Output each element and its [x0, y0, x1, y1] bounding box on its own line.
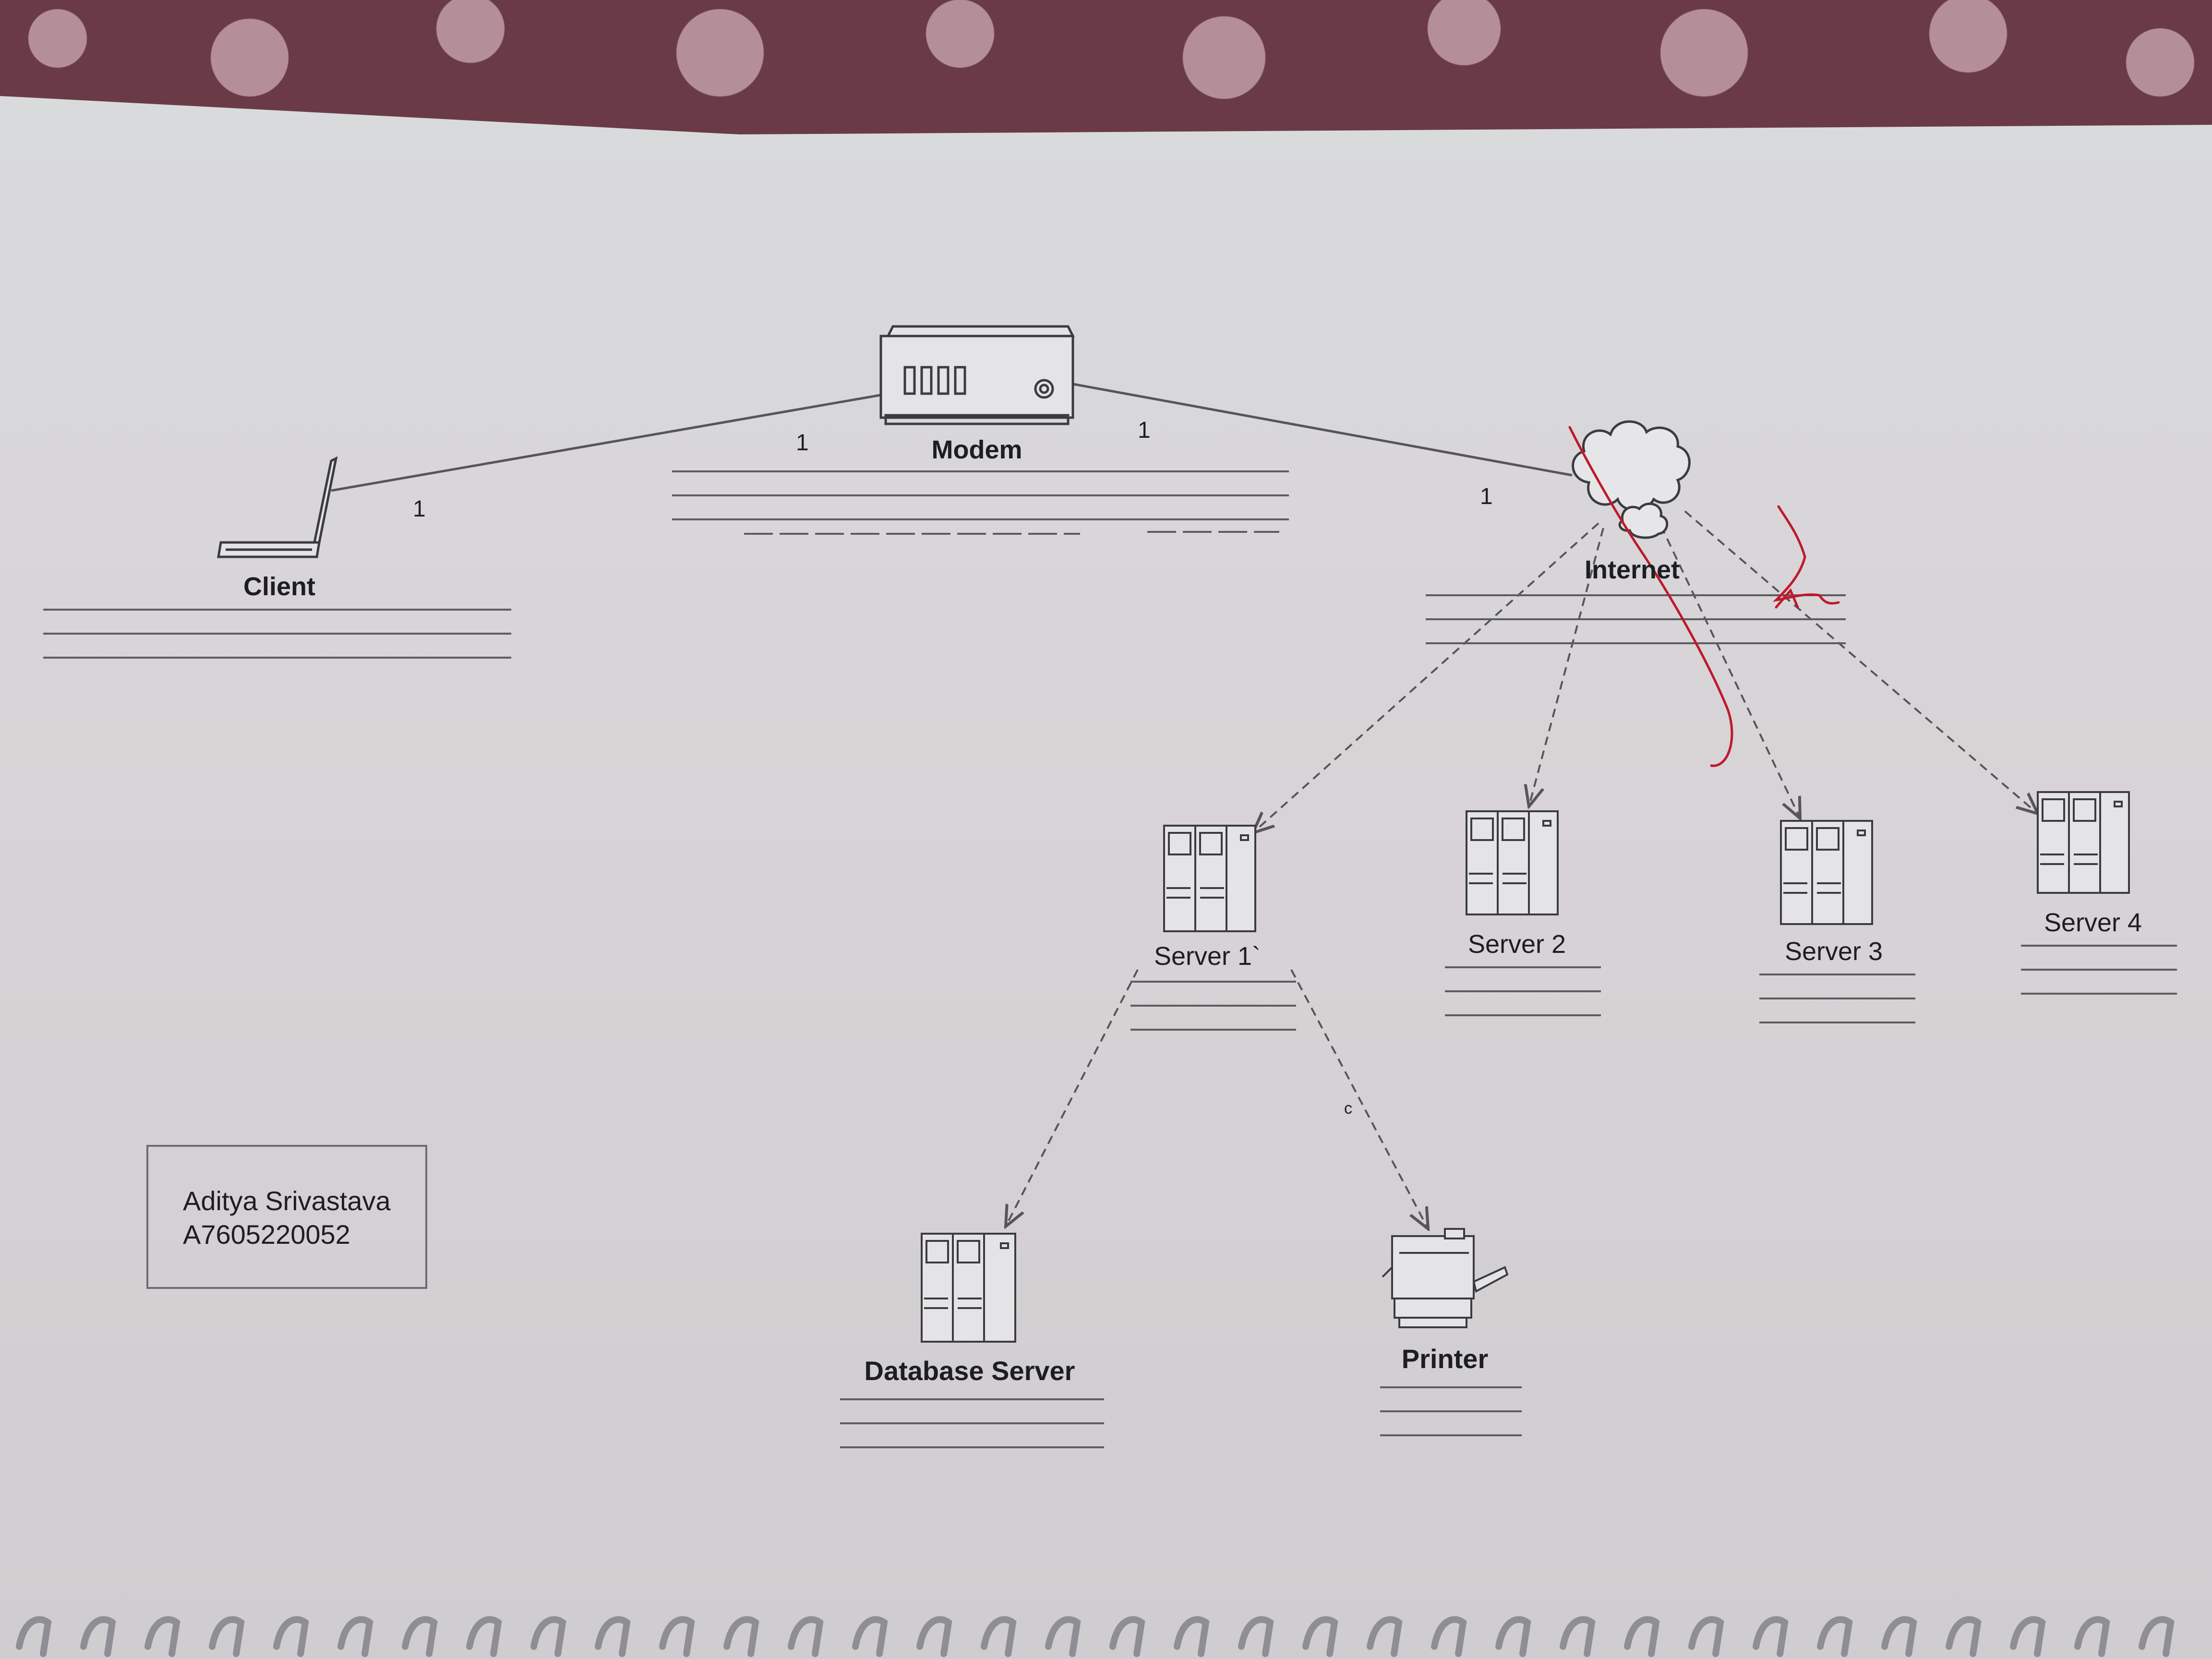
internet-underlines: [1426, 594, 1846, 644]
laptop-icon: [217, 456, 338, 558]
cloud-icon: [1572, 420, 1691, 539]
spiral-coil: [80, 1616, 116, 1657]
link-client-modem: [331, 393, 884, 492]
author-box: Aditya Srivastava A7605220052: [146, 1145, 427, 1289]
client-underlines: [43, 609, 511, 659]
spiral-coil: [209, 1616, 245, 1657]
multiplicity-label: 1: [1138, 418, 1151, 443]
spiral-coil: [659, 1616, 695, 1657]
spiral-coil: [273, 1616, 309, 1657]
spiral-coil: [1174, 1616, 1210, 1657]
modem-underlines: [672, 470, 1289, 535]
spiral-coil: [2010, 1616, 2046, 1657]
spiral-coil: [1238, 1616, 1274, 1657]
spiral-coil: [530, 1616, 566, 1657]
multiplicity-label: 1: [1480, 484, 1493, 509]
spiral-coil: [402, 1616, 438, 1657]
spiral-coil: [852, 1616, 888, 1657]
server3-underlines: [1759, 974, 1915, 1023]
spiral-coil: [788, 1616, 824, 1657]
edge-mark: c: [1344, 1099, 1352, 1118]
spiral-coil: [1109, 1616, 1145, 1657]
server-icon: [921, 1233, 1016, 1343]
spiral-coil: [1431, 1616, 1467, 1657]
spiral-coil: [2074, 1616, 2110, 1657]
spiral-binding: [16, 1616, 2175, 1657]
spiral-coil: [1495, 1616, 1531, 1657]
internet-label: Internet: [1585, 555, 1680, 584]
spiral-coil: [2139, 1616, 2175, 1657]
spiral-coil: [466, 1616, 502, 1657]
modem-label: Modem: [932, 435, 1022, 464]
link-server1-database: [1006, 969, 1139, 1226]
spiral-coil: [1881, 1616, 1917, 1657]
spiral-coil: [916, 1616, 952, 1657]
spiral-coil: [144, 1616, 180, 1657]
printer-underlines: [1380, 1386, 1522, 1436]
printer-label: Printer: [1402, 1344, 1489, 1374]
multiplicity-label: 1: [413, 496, 426, 522]
server4-underlines: [2021, 945, 2177, 995]
server-icon: [1780, 820, 1873, 925]
server1-label: Server 1`: [1154, 942, 1261, 971]
link-internet-server3: [1660, 525, 1800, 818]
client-label: Client: [243, 572, 315, 601]
spiral-coil: [1302, 1616, 1338, 1657]
link-internet-server4: [1684, 510, 2038, 814]
author-name: Aditya Srivastava: [183, 1186, 391, 1216]
server-icon: [1466, 810, 1559, 915]
server-icon: [1163, 825, 1256, 932]
red-pen-annotation: [1568, 426, 1840, 767]
spiral-coil: [16, 1616, 52, 1657]
server4-label: Server 4: [2044, 908, 2142, 937]
server2-underlines: [1445, 966, 1601, 1016]
spiral-coil: [723, 1616, 759, 1657]
spiral-coil: [1367, 1616, 1403, 1657]
printer-icon: [1382, 1228, 1509, 1328]
spiral-coil: [1688, 1616, 1724, 1657]
spiral-coil: [981, 1616, 1017, 1657]
link-internet-server1: [1253, 522, 1599, 833]
author-id: A7605220052: [183, 1219, 350, 1250]
spiral-coil: [1817, 1616, 1853, 1657]
database-server-label: Database Server: [865, 1356, 1075, 1386]
spiral-coil: [1560, 1616, 1596, 1657]
link-server1-printer: [1290, 969, 1428, 1229]
server1-underlines: [1130, 981, 1296, 1031]
spiral-coil: [1753, 1616, 1789, 1657]
modem-icon: [879, 325, 1075, 425]
spiral-coil: [337, 1616, 373, 1657]
database-underlines: [840, 1398, 1104, 1448]
spiral-coil: [1045, 1616, 1081, 1657]
server-icon: [2037, 791, 2130, 894]
server3-label: Server 3: [1785, 937, 1883, 966]
link-modem-internet: [1072, 383, 1573, 477]
spiral-coil: [1946, 1616, 1982, 1657]
multiplicity-label: 1: [796, 430, 809, 456]
spiral-coil: [595, 1616, 631, 1657]
server2-label: Server 2: [1468, 930, 1566, 959]
link-internet-server2: [1529, 528, 1604, 806]
spiral-coil: [1624, 1616, 1660, 1657]
